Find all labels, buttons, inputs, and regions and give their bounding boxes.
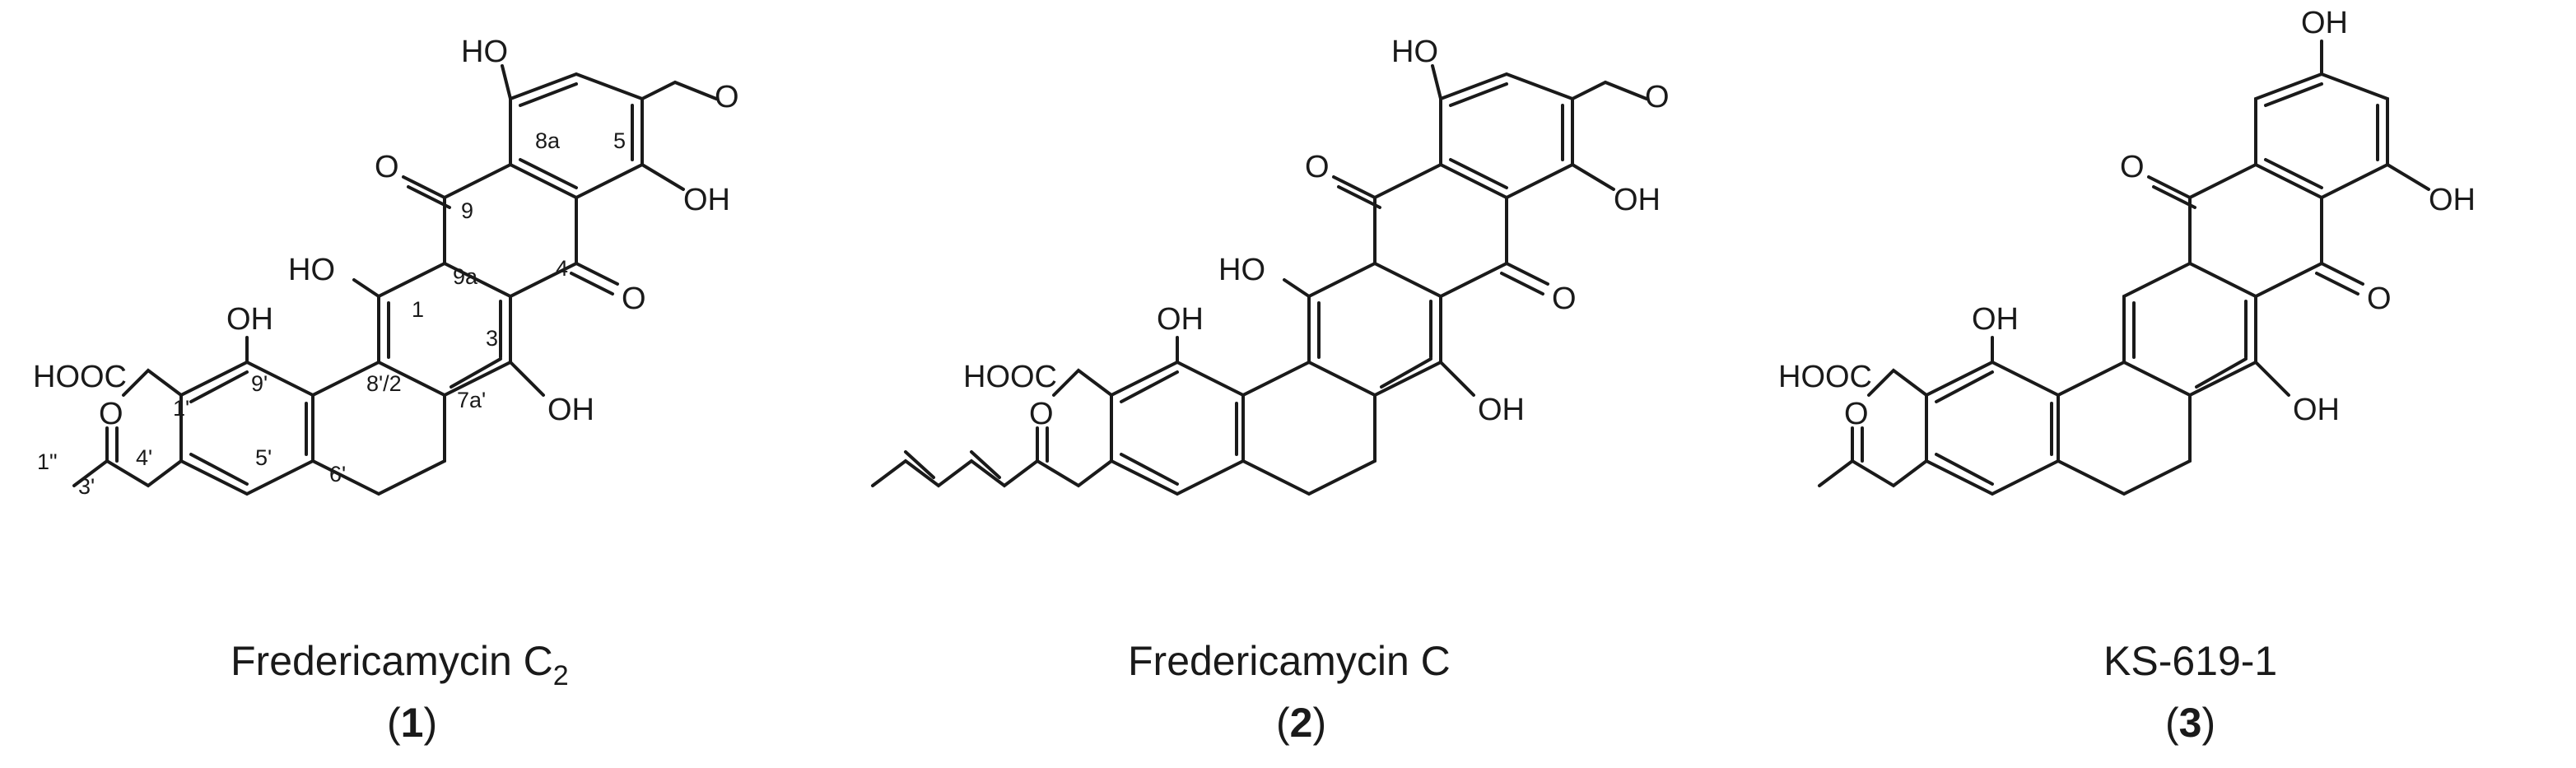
svg-text:(3): (3) — [2165, 700, 2215, 746]
svg-text:4': 4' — [136, 445, 152, 470]
svg-text:OH: OH — [1614, 183, 1661, 217]
compound-2-number: 2 — [1290, 700, 1313, 746]
svg-text:OH: OH — [547, 393, 594, 427]
compound-2-atom-labels: HO O OH O O HO OH OH HOOC O — [963, 35, 1670, 431]
svg-text:OH: OH — [683, 183, 730, 217]
svg-text:(2): (2) — [1276, 700, 1326, 746]
svg-text:O: O — [1029, 397, 1054, 431]
svg-text:(1): (1) — [387, 700, 437, 746]
compound-3-number: 3 — [2179, 700, 2202, 746]
svg-text:OH: OH — [1972, 302, 2019, 337]
svg-text:HO: HO — [288, 253, 335, 287]
svg-text:8a: 8a — [535, 128, 561, 153]
compound-2-structure: HO O OH O O HO OH OH HOOC O — [871, 35, 1670, 496]
svg-text:HO: HO — [1391, 35, 1438, 69]
svg-text:4: 4 — [556, 256, 568, 281]
svg-text:O: O — [99, 397, 123, 431]
svg-text:5: 5 — [613, 128, 626, 153]
svg-text:OH: OH — [2429, 183, 2476, 217]
svg-text:O: O — [1844, 397, 1869, 431]
svg-text:OH: OH — [2301, 6, 2348, 40]
compound-2-caption: Fredericamycin C (2) — [1128, 638, 1451, 746]
svg-text:1': 1' — [173, 396, 189, 421]
svg-text:O: O — [1645, 80, 1670, 114]
svg-text:OH: OH — [1157, 302, 1204, 337]
svg-text:O: O — [2120, 150, 2145, 184]
svg-text:O: O — [715, 80, 739, 114]
compound-3-bonds — [1818, 40, 2430, 496]
svg-text:Fredericamycin C2: Fredericamycin C2 — [231, 638, 569, 691]
svg-text:3: 3 — [486, 326, 498, 351]
compound-1-locants: 8a 5 9 4 9a 1 3 8'/2 7a' 9' 1' 5' 6' 4' … — [37, 128, 626, 499]
svg-text:1: 1 — [412, 297, 424, 322]
svg-text:1": 1" — [37, 449, 58, 474]
svg-text:OH: OH — [2293, 393, 2340, 427]
compound-1-atom-labels: HO O OH O O HO OH OH HOOC O — [33, 35, 739, 431]
svg-text:5': 5' — [255, 445, 272, 470]
compound-3-name: KS-619-1 — [2103, 638, 2277, 684]
svg-text:HO: HO — [461, 35, 508, 69]
compound-3-atom-labels: OH OH O O OH OH HOOC O — [1778, 6, 2476, 431]
svg-text:O: O — [1305, 150, 1330, 184]
compound-1-name: Fredericamycin C — [231, 638, 553, 684]
svg-text:9: 9 — [461, 198, 473, 223]
svg-text:3': 3' — [78, 474, 95, 499]
compound-1-subscript: 2 — [553, 660, 569, 691]
svg-text:HOOC: HOOC — [1778, 360, 1872, 394]
svg-text:O: O — [1552, 282, 1577, 316]
compound-2-name: Fredericamycin C — [1128, 638, 1451, 684]
compound-3-structure: OH OH O O OH OH HOOC O — [1778, 6, 2476, 496]
svg-text:O: O — [375, 150, 399, 184]
svg-text:O: O — [622, 282, 646, 316]
compound-1-caption: Fredericamycin C2 (1) — [231, 638, 569, 746]
svg-text:8'/2: 8'/2 — [366, 371, 402, 396]
svg-text:7a': 7a' — [457, 388, 486, 412]
svg-text:HOOC: HOOC — [963, 360, 1057, 394]
svg-text:HOOC: HOOC — [33, 360, 127, 394]
svg-text:OH: OH — [226, 302, 273, 337]
svg-text:HO: HO — [1218, 253, 1265, 287]
svg-text:O: O — [2367, 282, 2392, 316]
compound-1-structure: HO O OH O O HO OH OH HOOC O 8a 5 9 4 9a … — [33, 35, 739, 499]
compound-1-bonds — [72, 64, 718, 496]
svg-text:9': 9' — [251, 371, 268, 396]
compound-3-caption: KS-619-1 (3) — [2103, 638, 2277, 746]
svg-text:OH: OH — [1478, 393, 1525, 427]
svg-text:6': 6' — [329, 462, 346, 486]
compound-2-bonds — [871, 64, 1648, 496]
svg-text:9a: 9a — [453, 264, 478, 289]
compound-1-number: 1 — [401, 700, 424, 746]
